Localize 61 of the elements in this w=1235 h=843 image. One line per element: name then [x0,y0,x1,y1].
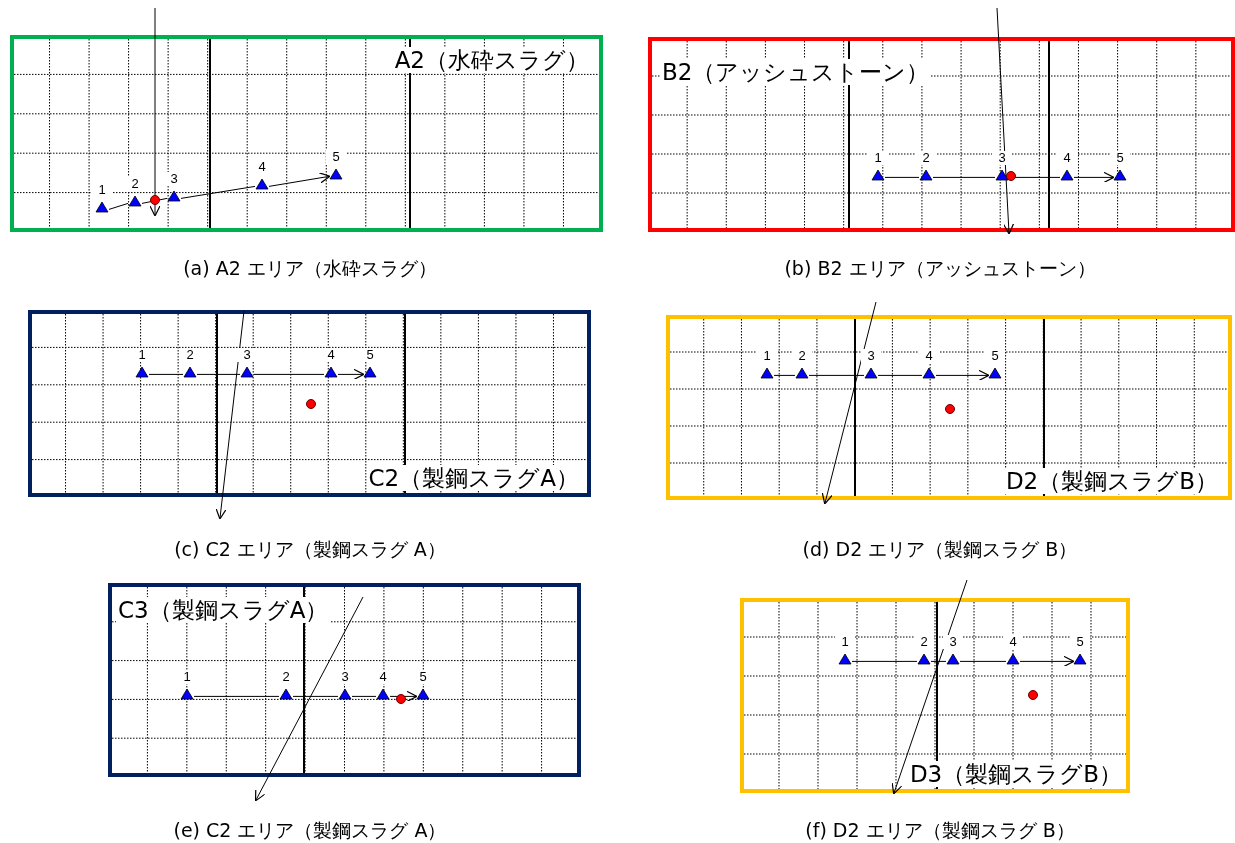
measurement-line [1073,171,1115,183]
target-point [396,694,406,704]
point-number: 5 [1110,151,1130,165]
point-number: 4 [1003,635,1023,649]
target-point [945,404,955,414]
measurement-line [268,172,331,187]
measurement-line [141,197,168,204]
area-panel [108,583,581,777]
point-number: 3 [943,635,963,649]
measurement-line [773,374,796,376]
area-panel [666,315,1232,500]
figure-caption: (c) C2 エリア（製鋼スラグ A） [174,537,446,561]
figure-caption: (d) D2 エリア（製鋼スラグ B） [802,537,1078,561]
measurement-line [877,374,923,376]
target-point [1028,690,1038,700]
measurement-line [351,695,377,697]
measurement-line [108,202,129,210]
point-number: 4 [1057,151,1077,165]
point-number: 5 [985,349,1005,363]
measurement-line [935,369,990,381]
measurement-line [196,373,241,375]
point-number: 5 [326,150,346,164]
area-panel [10,35,603,232]
figure-caption: (e) C2 エリア（製鋼スラグ A） [173,818,447,842]
measurement-line [193,695,280,697]
figure-caption: (f) D2 エリア（製鋼スラグ B） [805,818,1075,842]
measurement-line [148,373,184,375]
target-point [1006,171,1016,181]
measurement-line [930,660,947,662]
area-title: B2（アッシュストーン） [660,59,932,86]
point-number: 1 [92,183,112,197]
figure-caption: (b) B2 エリア（アッシュストーン） [784,256,1096,280]
point-number: 2 [792,349,812,363]
measurement-line [884,176,920,178]
target-point [150,195,160,205]
area-title: C3（製鋼スラグA） [116,597,331,624]
measurement-line [292,695,339,697]
point-number: 2 [914,635,934,649]
point-number: 1 [757,349,777,363]
measurement-line [932,176,996,178]
area-panel [648,37,1235,232]
point-number: 3 [861,349,881,363]
area-panel [28,310,591,497]
point-number: 1 [835,635,855,649]
measurement-line [389,690,418,702]
measurement-line [808,374,865,376]
point-number: 1 [868,151,888,165]
measurement-line [253,373,325,375]
measurement-line [851,660,918,662]
measurement-line [1019,655,1075,667]
point-number: 3 [237,348,257,362]
target-point [306,399,316,409]
point-number: 5 [1070,635,1090,649]
figure-caption: (a) A2 エリア（水砕スラグ） [183,256,437,280]
point-number: 3 [992,151,1012,165]
measurement-line [180,185,256,199]
point-number: 4 [919,349,939,363]
measurement-line [337,368,365,380]
measurement-line [959,660,1007,662]
area-panel [740,598,1130,793]
point-number: 2 [916,151,936,165]
